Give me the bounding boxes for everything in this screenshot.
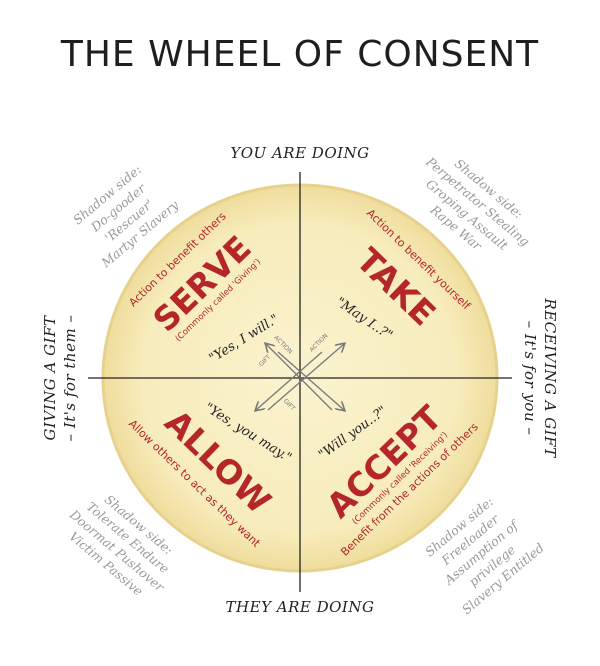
arrow-gift-to-accept — [277, 351, 344, 410]
axis-right-sub-label: – It's for you – — [521, 321, 539, 436]
central-arrows — [256, 344, 344, 410]
axis-bottom-label: THEY ARE DOING — [226, 598, 375, 616]
axis-left-sub-label: – It's for them – — [61, 315, 79, 442]
axis-right-main-label: RECEIVING A GIFT — [541, 297, 559, 458]
arrow-gift-to-allow — [256, 351, 323, 410]
arrow-action-to-serve — [266, 344, 333, 411]
axis-top-label: YOU ARE DOING — [230, 144, 369, 162]
page-title: THE WHEEL OF CONSENT — [60, 34, 540, 75]
axis-left-main-label: GIVING A GIFT — [41, 315, 59, 440]
